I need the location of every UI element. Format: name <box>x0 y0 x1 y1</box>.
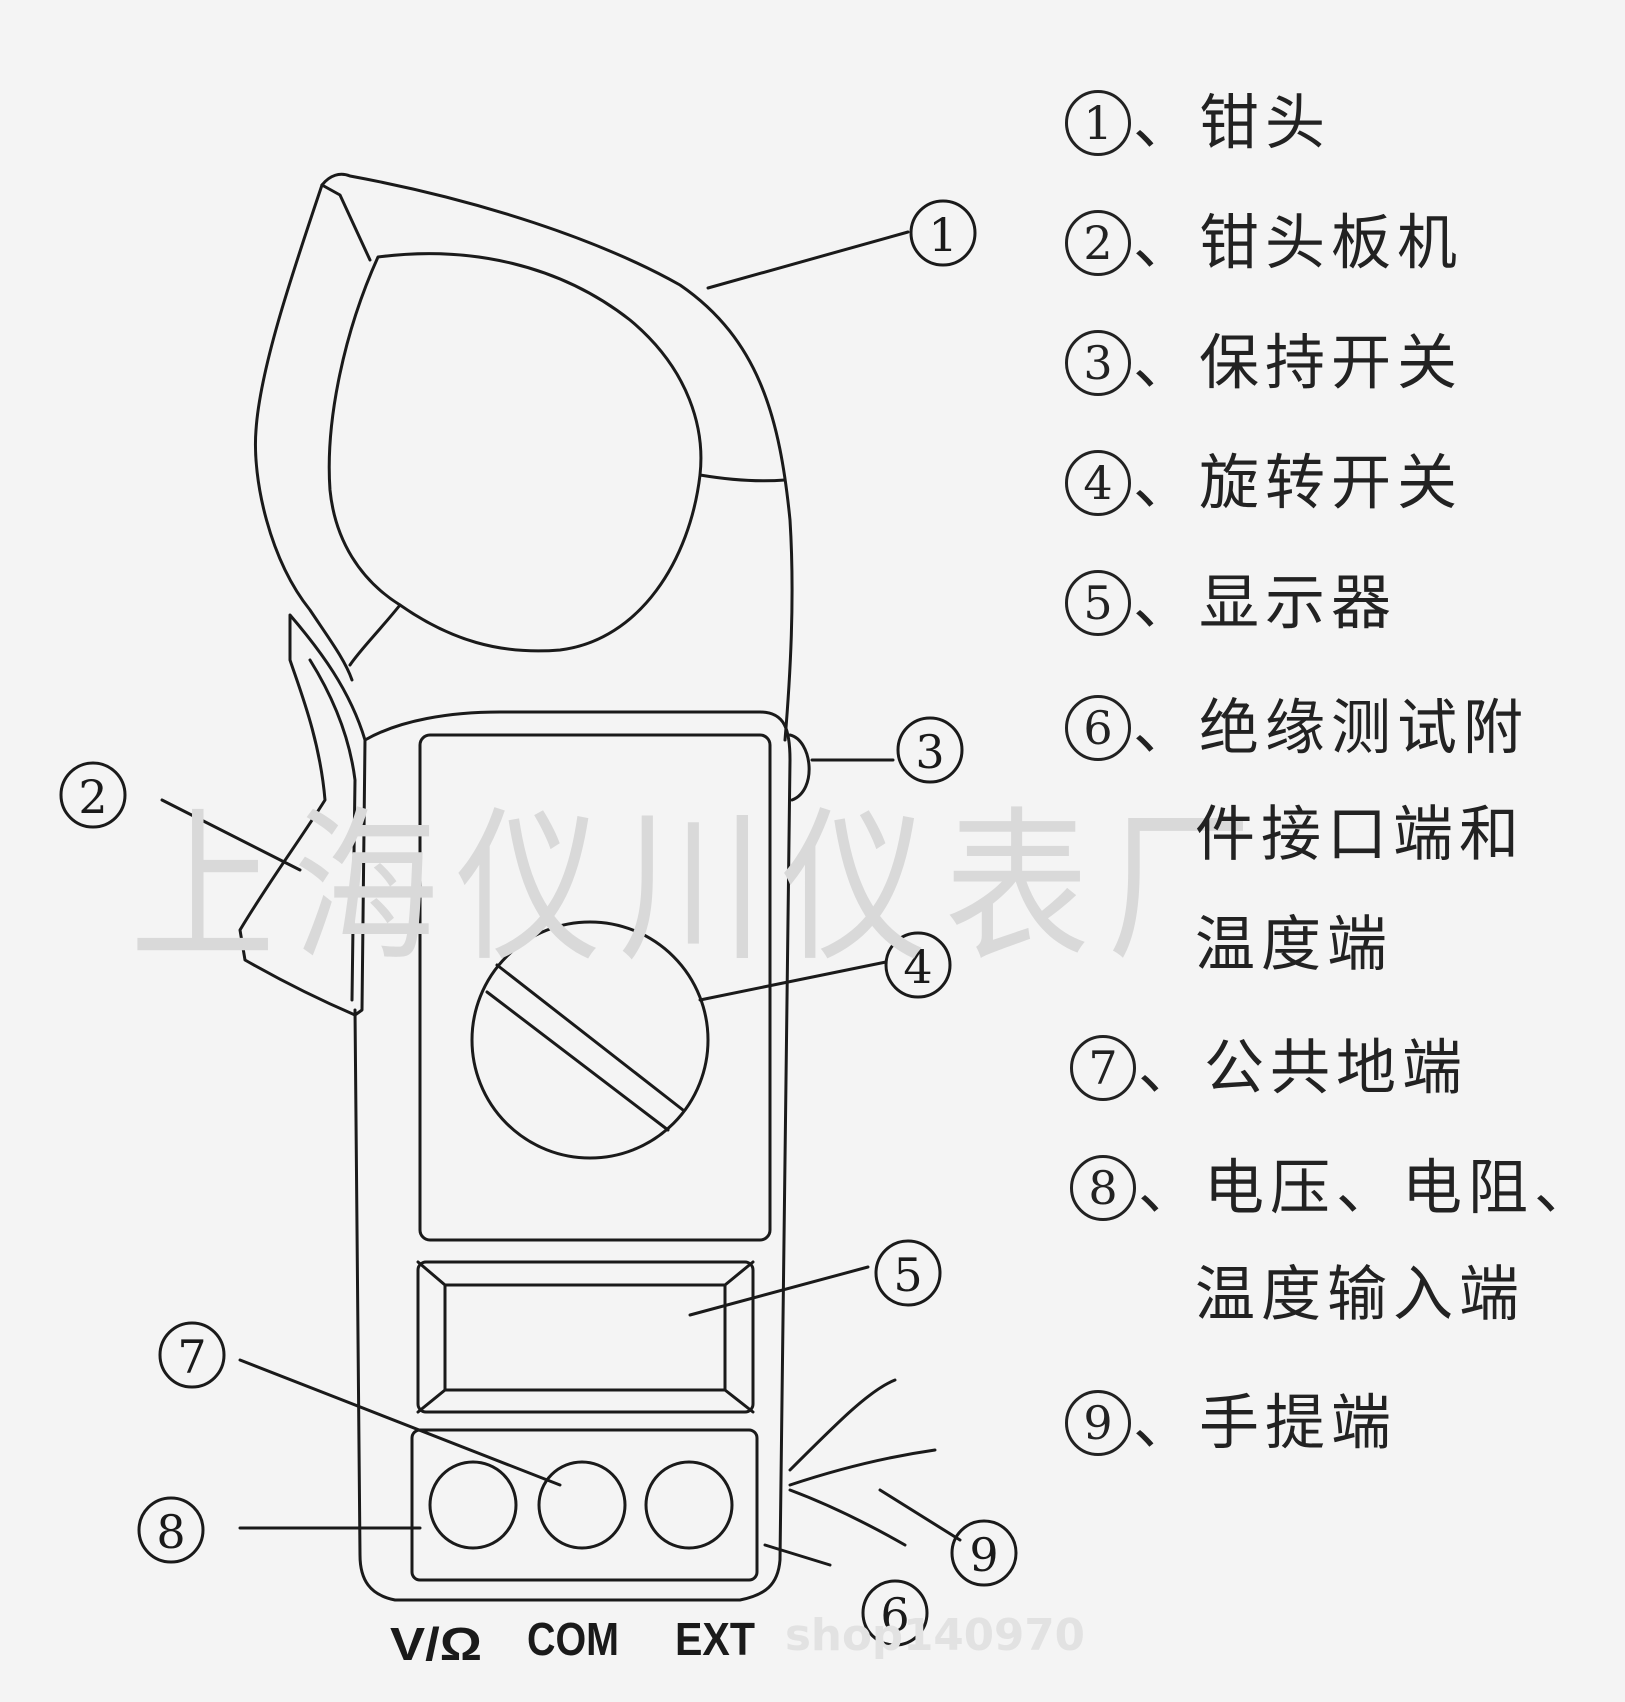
trigger-shape <box>238 613 367 1017</box>
legend-item-9: 9、手提端 <box>1065 1385 1397 1458</box>
leader-9 <box>878 1488 962 1542</box>
ext-terminal[interactable] <box>644 1460 734 1550</box>
leader-4 <box>698 960 888 1002</box>
legend-item-8-line-2: 温度输入端 <box>1195 1260 1525 1330</box>
legend-item-8: 8、电压、电阻、 <box>1070 1150 1600 1223</box>
vohm-terminal[interactable] <box>428 1460 518 1550</box>
jaw-outer-outline <box>320 172 794 742</box>
watermark-text: 上海仪川仪表厂 <box>130 792 1270 984</box>
display-corner-tl <box>416 1260 447 1287</box>
trigger-inner <box>308 658 357 1002</box>
callout-9-ring <box>950 1519 1018 1587</box>
legend-text: 、旋转开关 <box>1133 448 1463 519</box>
legend-item-2: 2、钳头板机 <box>1065 205 1463 278</box>
leader-5 <box>688 1265 870 1317</box>
hand-strap-c <box>788 1488 907 1547</box>
legend-text: 、钳头板机 <box>1133 208 1463 279</box>
hand-strap-a <box>788 1378 897 1472</box>
legend-text: 、手提端 <box>1133 1388 1397 1459</box>
display-corner-bl <box>416 1388 447 1414</box>
meter-body-outline <box>353 710 792 1602</box>
legend-text: 、绝缘测试附 <box>1133 693 1529 764</box>
callout-7-ring <box>158 1321 226 1389</box>
callout-1-ring <box>909 199 977 267</box>
legend-item-6-line-2: 件接口端和 <box>1195 800 1525 870</box>
legend-num: 5 <box>1065 570 1131 637</box>
com-terminal[interactable] <box>537 1460 627 1550</box>
legend-item-5: 5、显示器 <box>1065 565 1397 638</box>
callout-6: 6 <box>880 1588 909 1642</box>
leader-2 <box>160 798 302 872</box>
hand-strap-b <box>788 1448 937 1487</box>
legend-item-6: 6、绝缘测试附 <box>1065 690 1529 763</box>
rotary-panel <box>418 733 772 1242</box>
callout-3-ring <box>896 716 964 784</box>
jaw-seam-left <box>348 603 402 667</box>
legend-item-4: 4、旋转开关 <box>1065 445 1463 518</box>
legend-num: 2 <box>1065 210 1131 277</box>
callout-5-ring <box>874 1239 942 1307</box>
legend-num: 6 <box>1065 695 1131 762</box>
callout-4-ring <box>884 931 952 999</box>
callout-7: 7 <box>177 1330 206 1384</box>
leader-7 <box>238 1358 562 1487</box>
hold-switch-bump <box>788 733 811 802</box>
legend-text: 、显示器 <box>1133 568 1397 639</box>
callout-5: 5 <box>893 1248 922 1302</box>
jaw-seam-right <box>698 473 787 483</box>
vohm-label: V/Ω <box>390 1618 482 1670</box>
jaw-inner-tip <box>320 183 372 262</box>
callout-4: 4 <box>903 940 932 994</box>
shop-watermark: shop140970 <box>785 1610 1085 1661</box>
leader-1 <box>706 230 910 290</box>
callout-8-ring <box>137 1496 205 1564</box>
display-corner-br <box>723 1388 755 1414</box>
rotary-knob-bar-b <box>485 990 670 1132</box>
legend-text: 、钳头 <box>1133 88 1331 159</box>
callout-2-ring <box>59 761 127 829</box>
callout-9: 9 <box>969 1528 998 1582</box>
legend-item-1: 1、钳头 <box>1065 85 1331 158</box>
legend-item-6-line-3: 温度端 <box>1195 910 1393 980</box>
display-screen <box>443 1283 727 1392</box>
callout-2: 2 <box>78 770 107 824</box>
rotary-knob[interactable] <box>470 920 710 1160</box>
callout-6-ring <box>861 1579 929 1647</box>
jaw-opening <box>327 252 703 653</box>
leader-6 <box>763 1543 832 1567</box>
legend-num: 9 <box>1065 1390 1131 1457</box>
callout-8: 8 <box>156 1505 185 1559</box>
callout-3: 3 <box>915 725 944 779</box>
legend-num: 8 <box>1070 1155 1136 1222</box>
legend-num: 3 <box>1065 330 1131 397</box>
callout-1: 1 <box>928 208 957 262</box>
ext-label: EXT <box>675 1613 755 1665</box>
legend-item-3: 3、保持开关 <box>1065 325 1463 398</box>
display-corner-tr <box>723 1260 755 1287</box>
legend-num: 4 <box>1065 450 1131 517</box>
com-label: COM <box>527 1613 619 1665</box>
legend-text: 、公共地端 <box>1138 1033 1468 1104</box>
legend-text: 、电压、电阻、 <box>1138 1153 1600 1224</box>
display-bezel <box>416 1260 755 1414</box>
rotary-knob-bar-a <box>495 963 685 1112</box>
legend-item-7: 7、公共地端 <box>1070 1030 1468 1103</box>
jaw-left-outline <box>253 183 354 682</box>
legend-num: 7 <box>1070 1035 1136 1102</box>
terminal-panel <box>410 1428 759 1582</box>
legend-num: 1 <box>1065 90 1131 157</box>
legend-text: 、保持开关 <box>1133 328 1463 399</box>
